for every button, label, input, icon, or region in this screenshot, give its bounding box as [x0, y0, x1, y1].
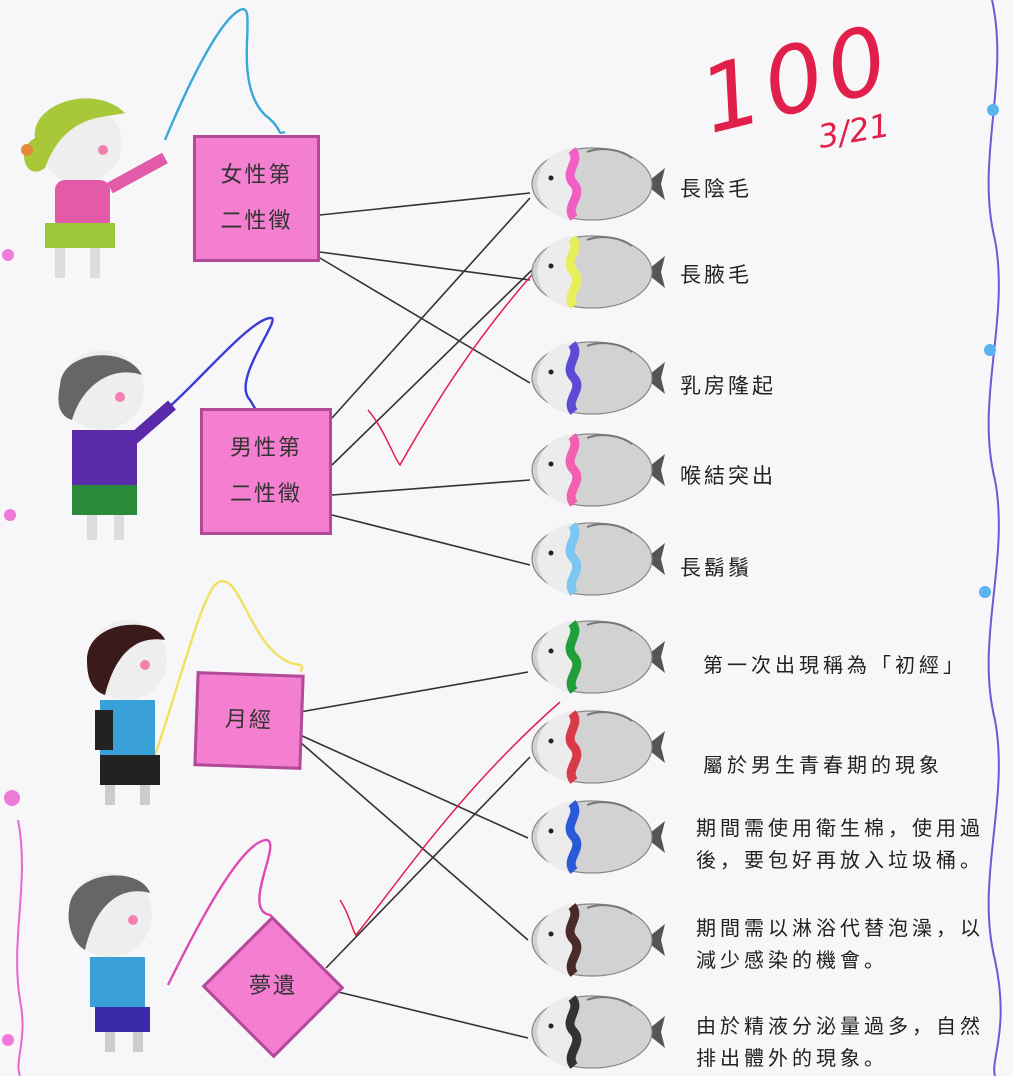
sign-male-traits: 男性第 二性徵 [200, 408, 332, 535]
fish-4 [531, 433, 665, 507]
desc-sanitary-pad-line1: 期間需使用衛生棉，使用過 [696, 816, 984, 840]
fish-label-adams-apple: 喉結突出 [680, 464, 776, 488]
fish-label-breast: 乳房隆起 [680, 374, 776, 398]
boy-illustration-3 [68, 873, 152, 1052]
desc-shower-line1: 期間需以淋浴代替泡澡，以 [696, 916, 984, 940]
fish-9 [531, 903, 665, 977]
desc-male-phenomenon-line1: 屬於男生青春期的現象 [703, 753, 943, 777]
fish-8 [531, 800, 665, 874]
sign-male-line1: 男性第 [229, 435, 302, 461]
desc-first-period: 第一次出現稱為「初經」 [703, 649, 967, 681]
answer-lines [299, 192, 533, 1039]
sign-female-line1: 女性第 [220, 162, 293, 188]
sign-menstruation: 月經 [193, 671, 305, 770]
decor-dots [2, 104, 999, 1046]
fish-label-armpit-hair: 長腋毛 [680, 263, 752, 287]
fish-6 [531, 620, 665, 694]
fish-10 [531, 995, 665, 1069]
sign-male-line2: 二性徵 [229, 481, 302, 507]
desc-sanitary-pad-line2: 後，要包好再放入垃圾桶。 [696, 848, 984, 872]
desc-sanitary-pad: 期間需使用衛生棉，使用過 後，要包好再放入垃圾桶。 [696, 812, 984, 876]
boy-illustration-2 [87, 620, 167, 805]
desc-wet-dream-line1: 由於精液分泌量過多，自然 [696, 1014, 984, 1038]
sign-female-line2: 二性徵 [220, 208, 293, 234]
desc-male-phenomenon: 屬於男生青春期的現象 [703, 749, 943, 781]
sign-female-traits: 女性第 二性徵 [193, 135, 320, 262]
desc-wet-dream: 由於精液分泌量過多，自然 排出體外的現象。 [696, 1010, 984, 1074]
fish-7 [531, 710, 665, 784]
kite-strings [148, 8, 304, 986]
girl-illustration [21, 98, 168, 278]
fish-3 [531, 341, 665, 415]
desc-wet-dream-line2: 排出體外的現象。 [696, 1046, 888, 1070]
fish-2 [531, 235, 665, 309]
desc-shower: 期間需以淋浴代替泡澡，以 減少感染的機會。 [696, 912, 984, 976]
desc-first-period-line1: 第一次出現稱為「初經」 [703, 653, 967, 677]
boy-illustration-1 [58, 350, 176, 540]
red-check-marks [339, 254, 561, 937]
sign-menstruation-label: 月經 [224, 706, 274, 734]
desc-shower-line2: 減少感染的機會。 [696, 948, 888, 972]
fish-1 [531, 147, 665, 221]
wavy-border-left [16, 819, 24, 1076]
sign-wet-dream-label: 夢遺 [248, 973, 298, 999]
fish-5 [531, 522, 665, 596]
fish-label-pubic-hair: 長陰毛 [680, 177, 752, 201]
wavy-border [987, 0, 1002, 1076]
fish-label-beard: 長鬍鬚 [680, 556, 752, 580]
